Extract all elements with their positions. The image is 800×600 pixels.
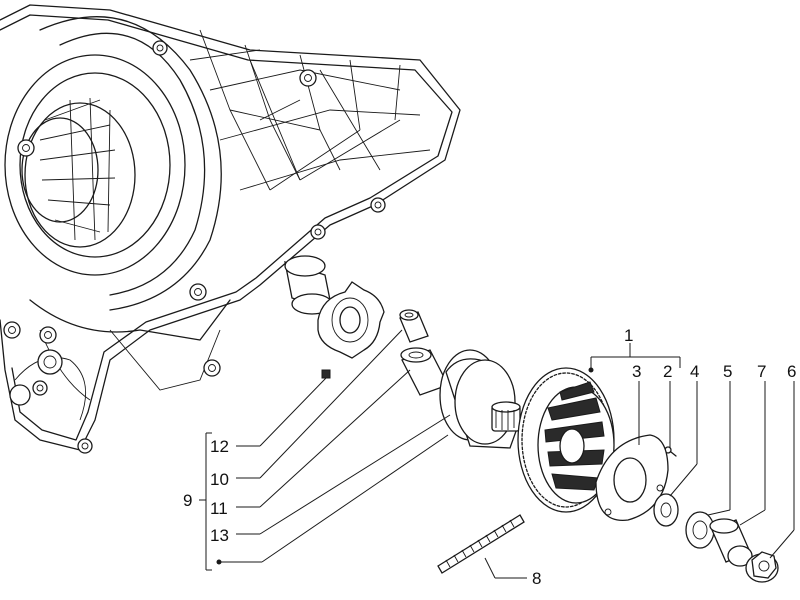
part-12-ratchet-gear	[317, 281, 385, 379]
part-6-nut	[745, 551, 779, 583]
callout-labels: 1 2 3 4 5 6 7 8 9 10 11 12 13	[183, 326, 796, 588]
callout-4: 4	[690, 362, 699, 381]
callout-9: 9	[183, 491, 192, 510]
callout-7: 7	[757, 362, 766, 381]
callout-12: 12	[210, 437, 229, 456]
part-4-washer	[653, 493, 679, 527]
part-3-plate	[595, 434, 669, 521]
part-5-bushing	[685, 511, 715, 549]
part-1-fan-pulley	[517, 367, 615, 513]
callout-2: 2	[663, 362, 672, 381]
callout-5: 5	[723, 362, 732, 381]
callout-6: 6	[787, 362, 796, 381]
part-10-bushing	[399, 309, 429, 343]
engine-crankcase	[0, 4, 461, 454]
callout-11: 11	[210, 499, 228, 518]
part-13-fixed-pulley	[439, 349, 521, 449]
callout-1: 1	[624, 326, 633, 345]
callout-10: 10	[210, 470, 229, 489]
callout-8: 8	[532, 569, 541, 588]
leader-lines	[199, 329, 795, 579]
part-8-belt	[437, 514, 525, 574]
part-7-sleeve	[709, 518, 753, 567]
callout-3: 3	[632, 362, 641, 381]
case-bolt-bosses	[3, 40, 386, 454]
callout-13: 13	[210, 526, 229, 545]
